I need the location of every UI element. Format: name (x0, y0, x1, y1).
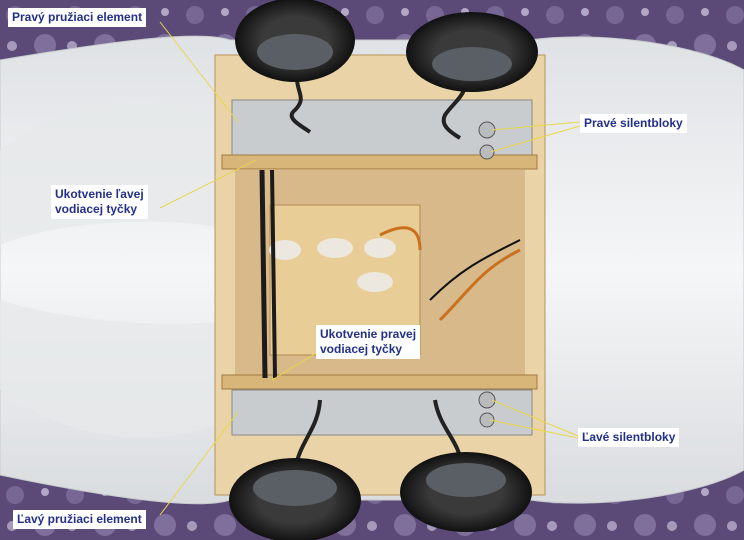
leader-line (159, 159, 257, 209)
label-right-spring: Pravý pružiaci element (8, 8, 147, 27)
leader-line (489, 125, 581, 153)
wheel-bottom-left (229, 458, 361, 540)
lightening-hole (317, 238, 353, 258)
wheel-top-right (406, 12, 538, 92)
guide-rod-left (259, 169, 268, 379)
lightening-hole (357, 272, 393, 292)
servo-wire (429, 239, 521, 301)
label-left-silentblocks: Ľavé silentbloky (578, 428, 680, 447)
silentblock (478, 391, 496, 409)
label-left-rod-anchor: Ukotvenie ľavej vodiacej tyčky (51, 185, 148, 219)
leader-line (491, 121, 581, 131)
leader-line (491, 399, 579, 437)
label-right-silentblocks: Pravé silentbloky (580, 114, 687, 133)
lightening-hole (269, 240, 301, 260)
lightening-hole (364, 238, 396, 258)
leader-line (159, 411, 239, 516)
servo-wire (379, 226, 521, 322)
silentblock (479, 144, 495, 160)
label-right-rod-anchor: Ukotvenie pravej vodiacej tyčky (316, 325, 421, 359)
leader-line (159, 21, 239, 123)
label-left-spring: Ľavý pružiaci element (13, 510, 146, 529)
lower-bulkhead (221, 374, 538, 390)
leader-line (489, 419, 579, 439)
leader-line (271, 351, 319, 381)
silentblock (479, 412, 495, 428)
wheel-bottom-right (400, 452, 532, 532)
wheel-top-left (235, 0, 355, 82)
upper-bulkhead (221, 154, 538, 170)
fuselage-bump-bottom (0, 300, 230, 438)
guide-rod-right (270, 169, 277, 379)
